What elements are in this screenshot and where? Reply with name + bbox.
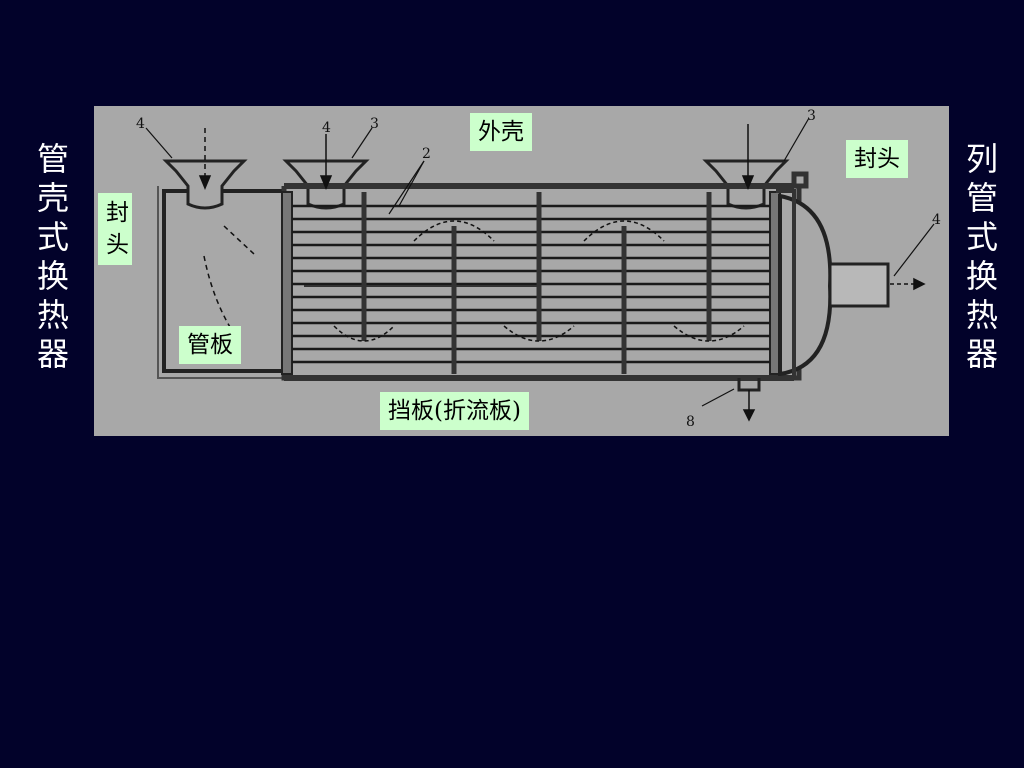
callout-4-left: 4: [136, 116, 145, 132]
label-baffle: 挡板(折流板): [380, 392, 529, 430]
callout-4-right: 4: [932, 212, 941, 228]
callout-3-right: 3: [807, 108, 816, 124]
callout-4-mid: 4: [322, 120, 331, 136]
label-shell: 外壳: [470, 113, 532, 151]
tube-sheet-left: [281, 191, 293, 375]
baffles: [361, 192, 712, 374]
right-head-flange: [776, 189, 796, 380]
label-head-left: 封头: [98, 193, 132, 265]
shell-side-flow: [333, 220, 745, 342]
heat-exchanger-diagram: 4 4 3 2 3 4 8: [94, 106, 949, 436]
callout-2: 2: [422, 146, 431, 162]
callout-3-mid: 3: [370, 116, 379, 132]
tube-bundle: [292, 204, 770, 364]
right-outlet-nozzle: [828, 262, 890, 308]
left-head-outline: [157, 186, 290, 379]
slide-title-left: 管壳式换热器: [36, 140, 69, 373]
label-tube-sheet: 管板: [179, 326, 241, 364]
slide-title-right: 列管式换热器: [965, 140, 998, 373]
callout-8: 8: [686, 414, 695, 430]
label-head-right: 封头: [846, 140, 908, 178]
leader-lines: [145, 117, 935, 407]
